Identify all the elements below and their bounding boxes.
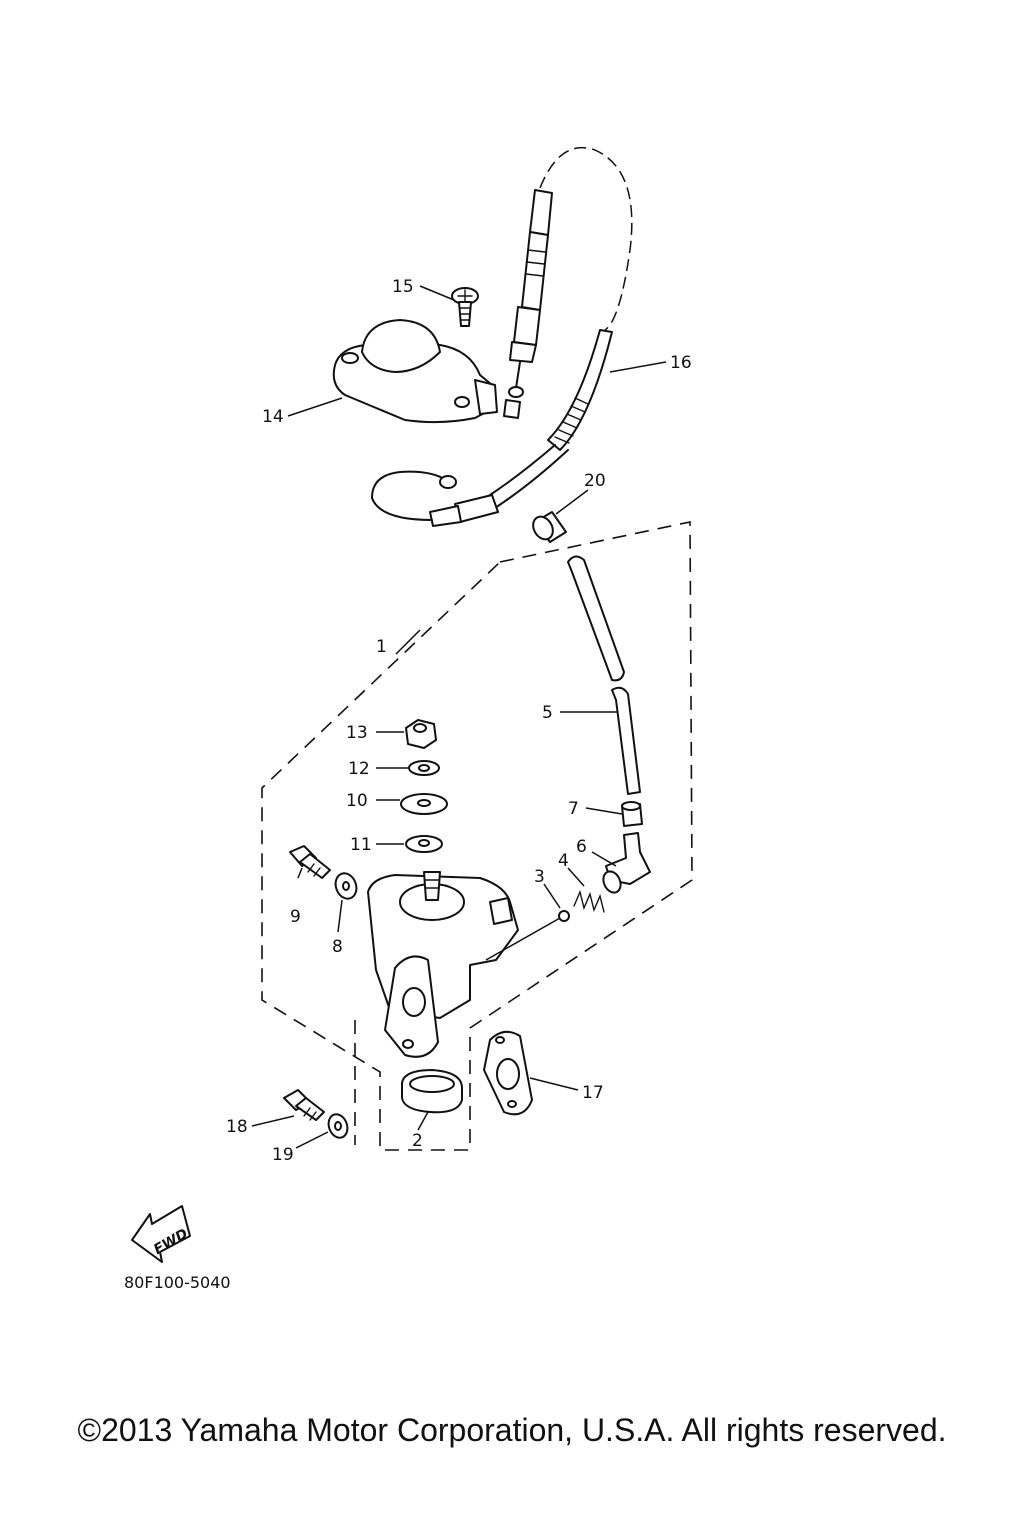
cover-part [332,319,498,424]
washer-8-part [334,872,358,900]
callout-18: 18 [226,1117,248,1137]
callout-13: 13 [346,723,368,743]
callout-17: 17 [582,1083,604,1103]
clip-part [621,801,643,827]
washer-19-part [327,1113,349,1139]
copyright-notice: ©2013 Yamaha Motor Corporation, U.S.A. A… [77,1412,947,1448]
leader-lines [251,285,667,1149]
bolt-18-part [283,1089,325,1121]
callout-9: 9 [290,907,301,927]
diagram-code: 80F100-5040 [124,1273,231,1292]
parts-diagram: 1 2 3 4 5 6 7 8 9 10 11 12 13 14 15 16 1… [124,146,693,1292]
callout-1: 1 [376,637,387,657]
callout-7: 7 [568,799,579,819]
joint-part [602,832,651,894]
washer-12-part [408,760,440,776]
callout-8: 8 [332,937,343,957]
assembly-boundary [261,521,693,1151]
callout-5: 5 [542,703,553,723]
seal-part [401,1069,463,1114]
pump-body-part [367,871,561,1058]
callout-20: 20 [584,471,606,491]
spring-part [573,889,605,913]
callout-16: 16 [670,353,692,373]
ball-part [558,910,570,922]
screw-part [451,287,479,327]
washer-10-part [400,793,448,815]
callout-4: 4 [558,851,569,871]
callout-14: 14 [262,407,284,427]
callout-10: 10 [346,791,368,811]
callout-12: 12 [348,759,370,779]
hose-part [567,555,641,795]
callout-15: 15 [392,277,414,297]
gasket-part [483,1030,533,1116]
collar-part [532,511,567,543]
callout-6: 6 [576,837,587,857]
callout-19: 19 [272,1145,294,1165]
callout-3: 3 [534,867,545,887]
fwd-arrow-icon: FWD [131,1205,191,1263]
cable-part [371,146,633,527]
washer-11-part [405,835,443,853]
callout-2: 2 [412,1131,423,1151]
nut-part [405,719,437,749]
bolt-part [289,845,331,879]
callout-11: 11 [350,835,372,855]
